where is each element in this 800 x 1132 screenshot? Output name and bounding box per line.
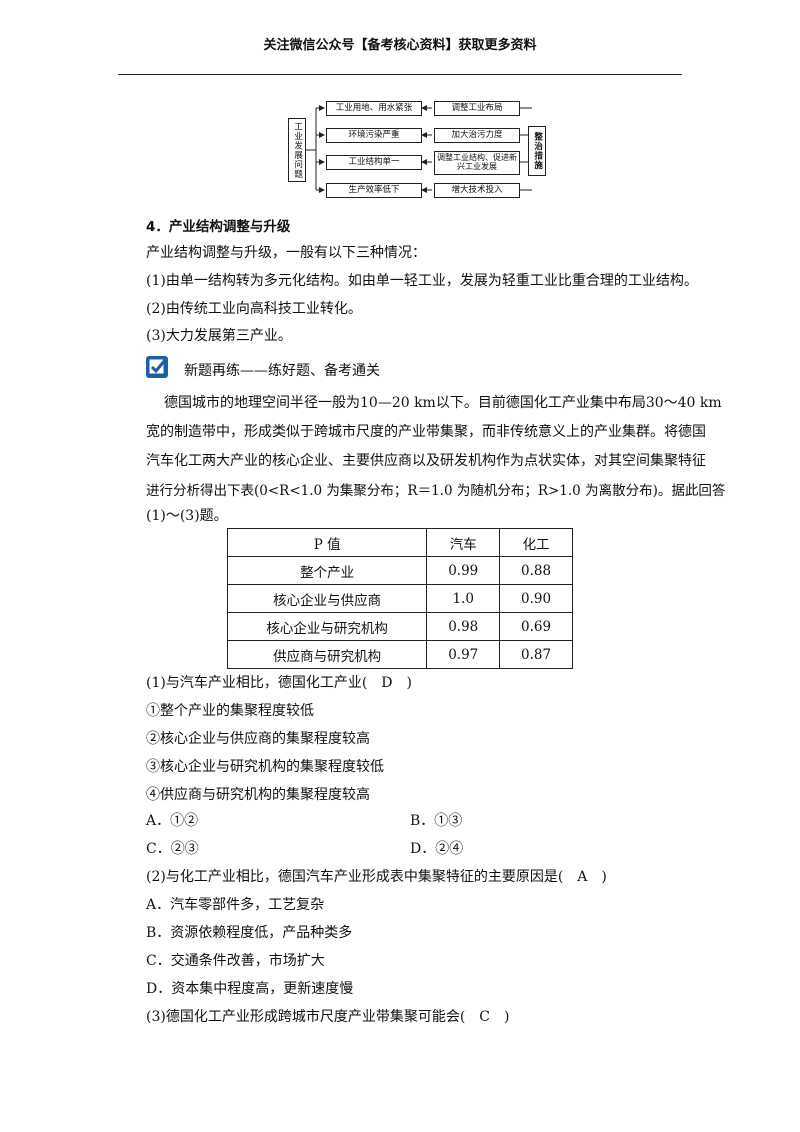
diagram-measure-3: 调整工业结构、促进新兴工业发展 [434,151,520,175]
section4-item-2: (2)由传统工业向高科技工业转化。 [146,301,362,317]
table-header-cell: P 值 [226,528,428,557]
practice-heading: 新题再练——练好题、备考通关 [184,363,380,379]
q1-statement-4: ④供应商与研究机构的集聚程度较高 [146,787,370,803]
header-divider [118,74,682,75]
table-row: 核心企业与供应商 1.0 0.90 [226,584,573,613]
q1-option-b: B．①③ [410,813,463,829]
table-cell: 0.97 [426,640,501,669]
q2-option-c: C．交通条件改善，市场扩大 [146,953,325,969]
industry-problem-diagram: 工业发展问题 工业用地、用水紧张 环境污染严重 工业结构单一 生产效率低下 调整… [284,96,546,202]
section4-intro: 产业结构调整与升级，一般有以下三种情况： [146,245,426,261]
table-header-cell: 汽车 [426,528,501,557]
q2-option-b: B．资源依赖程度低，产品种类多 [146,925,353,941]
diagram-problem-1: 工业用地、用水紧张 [326,101,422,116]
q1-stem: (1)与汽车产业相比，德国化工产业( D ) [146,675,412,691]
passage-line-3: 汽车化工两大产业的核心企业、主要供应商以及研发机构作为点状实体，对其空间集聚特征 [146,453,706,469]
passage-line-5: (1)～(3)题。 [146,508,228,524]
passage-line-2: 宽的制造带中，形成类似于跨城市尺度的产业带集聚，而非传统意义上的产业集群。将德国 [146,424,706,440]
passage-line-4: 进行分析得出下表(0<R<1.0 为集聚分布；R＝1.0 为随机分布；R>1.0… [146,483,726,499]
q3-stem: (3)德国化工产业形成跨城市尺度产业带集聚可能会( C ) [146,1009,510,1025]
diagram-problem-4: 生产效率低下 [326,183,422,198]
table-cell: 供应商与研究机构 [226,640,428,669]
section4-item-3: (3)大力发展第三产业。 [146,328,292,344]
section4-title: 4．产业结构调整与升级 [146,219,291,235]
section4-item-1: (1)由单一结构转为多元化结构。如由单一轻工业，发展为轻重工业比重合理的工业结构… [146,273,698,289]
q1-statement-3: ③核心企业与研究机构的集聚程度较低 [146,759,384,775]
q1-statement-1: ①整个产业的集聚程度较低 [146,703,314,719]
diagram-measure-4: 增大技术投入 [434,183,520,198]
table-cell: 0.88 [499,556,573,585]
agglomeration-table: P 值 汽车 化工 整个产业 0.99 0.88 核心企业与供应商 1.0 0.… [226,528,573,669]
table-cell: 整个产业 [226,556,428,585]
q1-option-c: C．②③ [146,841,199,857]
q2-option-d: D．资本集中程度高，更新速度慢 [146,981,354,997]
table-cell: 0.98 [426,612,501,641]
diagram-left-label: 工业发展问题 [288,118,306,182]
diagram-problem-2: 环境污染严重 [326,128,422,143]
checkbox-icon [146,356,168,378]
table-cell: 1.0 [426,584,501,613]
diagram-right-label: 整治措施 [528,126,546,176]
table-cell: 0.69 [499,612,573,641]
page-header: 关注微信公众号【备考核心资料】获取更多资料 [263,38,537,53]
diagram-measure-1: 调整工业布局 [434,101,520,116]
diagram-measure-2: 加大治污力度 [434,128,520,143]
q2-stem: (2)与化工产业相比，德国汽车产业形成表中集聚特征的主要原因是( A ) [146,869,607,885]
q1-option-d: D．②④ [410,841,464,857]
table-cell: 核心企业与供应商 [226,584,428,613]
q1-statement-2: ②核心企业与供应商的集聚程度较高 [146,731,370,747]
table-cell: 核心企业与研究机构 [226,612,428,641]
table-cell: 0.87 [499,640,573,669]
diagram-problem-3: 工业结构单一 [326,155,422,170]
table-row: 核心企业与研究机构 0.98 0.69 [226,612,573,641]
table-row: 整个产业 0.99 0.88 [226,556,573,585]
table-cell: 0.99 [426,556,501,585]
table-cell: 0.90 [499,584,573,613]
table-row: 供应商与研究机构 0.97 0.87 [226,640,573,669]
table-header-row: P 值 汽车 化工 [226,528,573,557]
q1-option-a: A．①② [146,813,199,829]
passage-line-1: 德国城市的地理空间半径一般为10—20 km以下。目前德国化工产业集中布局30～… [164,395,722,411]
q2-option-a: A．汽车零部件多，工艺复杂 [146,897,325,913]
table-header-cell: 化工 [499,528,573,557]
